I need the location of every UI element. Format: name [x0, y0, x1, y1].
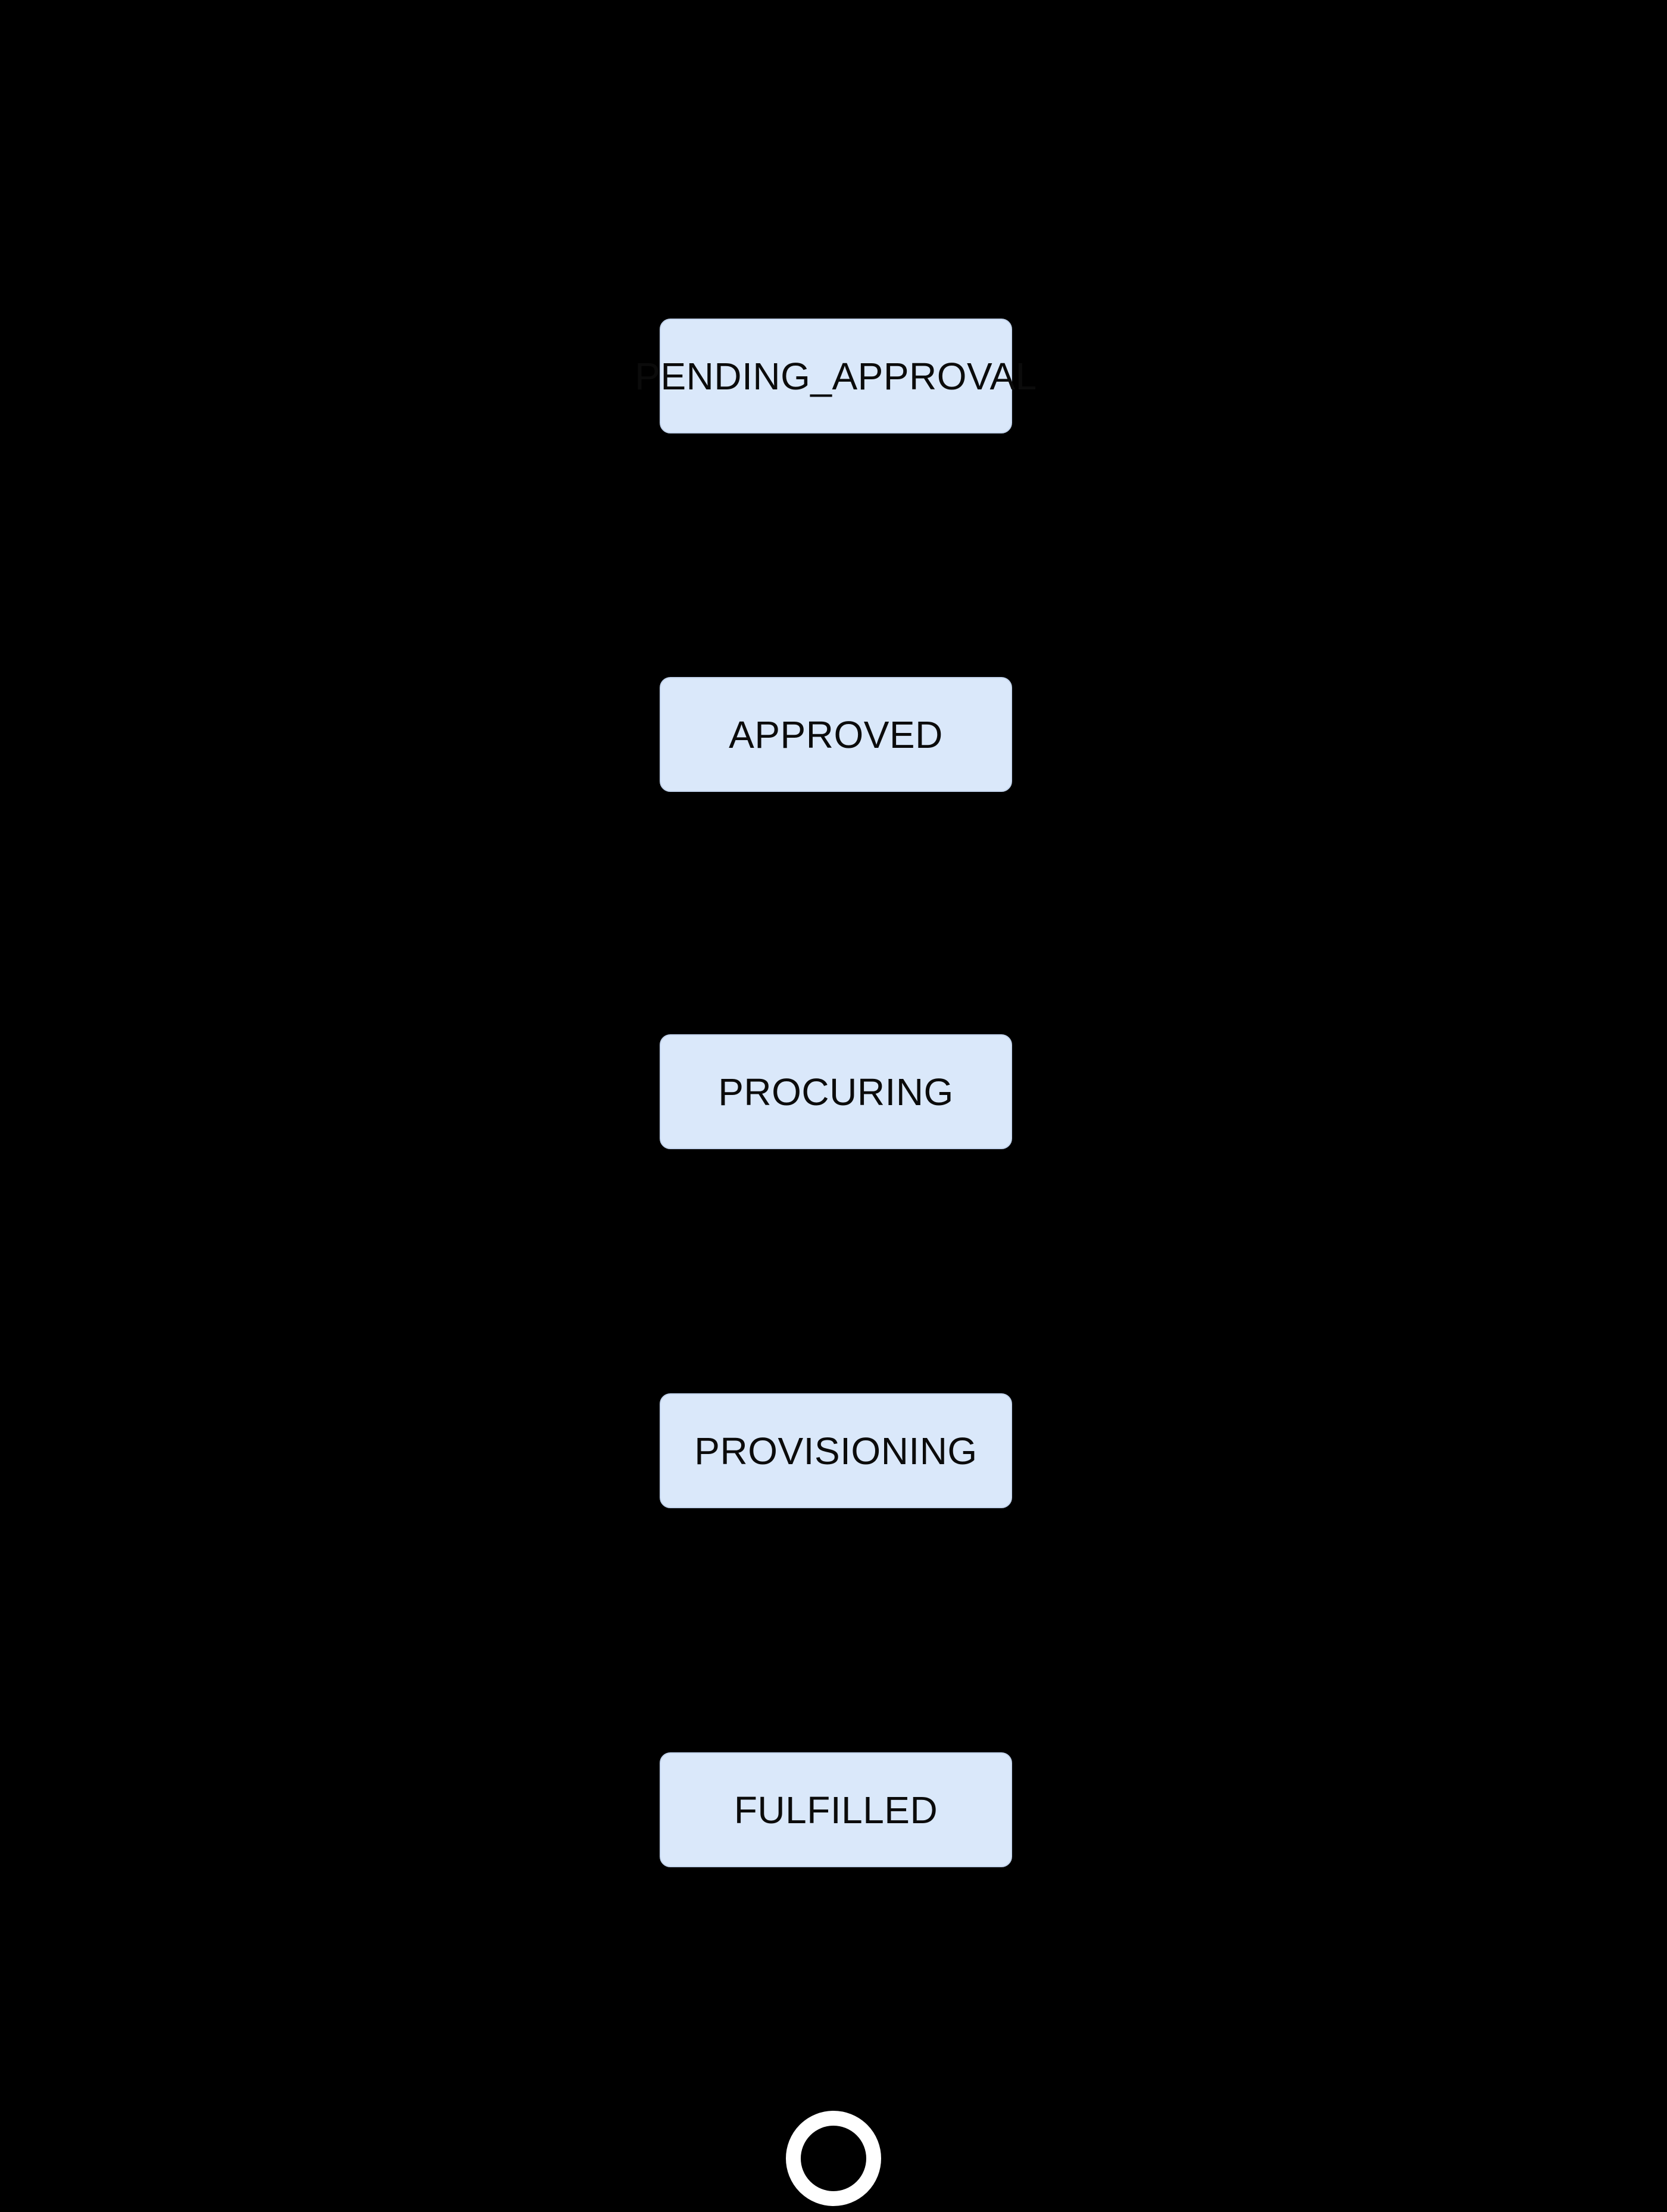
state-node-label: PROVISIONING [694, 1429, 978, 1472]
state-node-approved[interactable]: APPROVED [660, 677, 1012, 792]
state-node-label: FULFILLED [733, 1788, 938, 1832]
state-node-label: PROCURING [718, 1070, 954, 1113]
state-node-provisioning[interactable]: PROVISIONING [660, 1393, 1012, 1508]
state-node-pending-approval[interactable]: PENDING_APPROVAL [635, 319, 1037, 433]
state-node-label: PENDING_APPROVAL [635, 354, 1037, 398]
state-node-fulfilled[interactable]: FULFILLED [660, 1752, 1012, 1867]
end-state-circle-icon [786, 2111, 881, 2206]
state-node-label: APPROVED [729, 713, 943, 756]
state-node-procuring[interactable]: PROCURING [660, 1034, 1012, 1149]
